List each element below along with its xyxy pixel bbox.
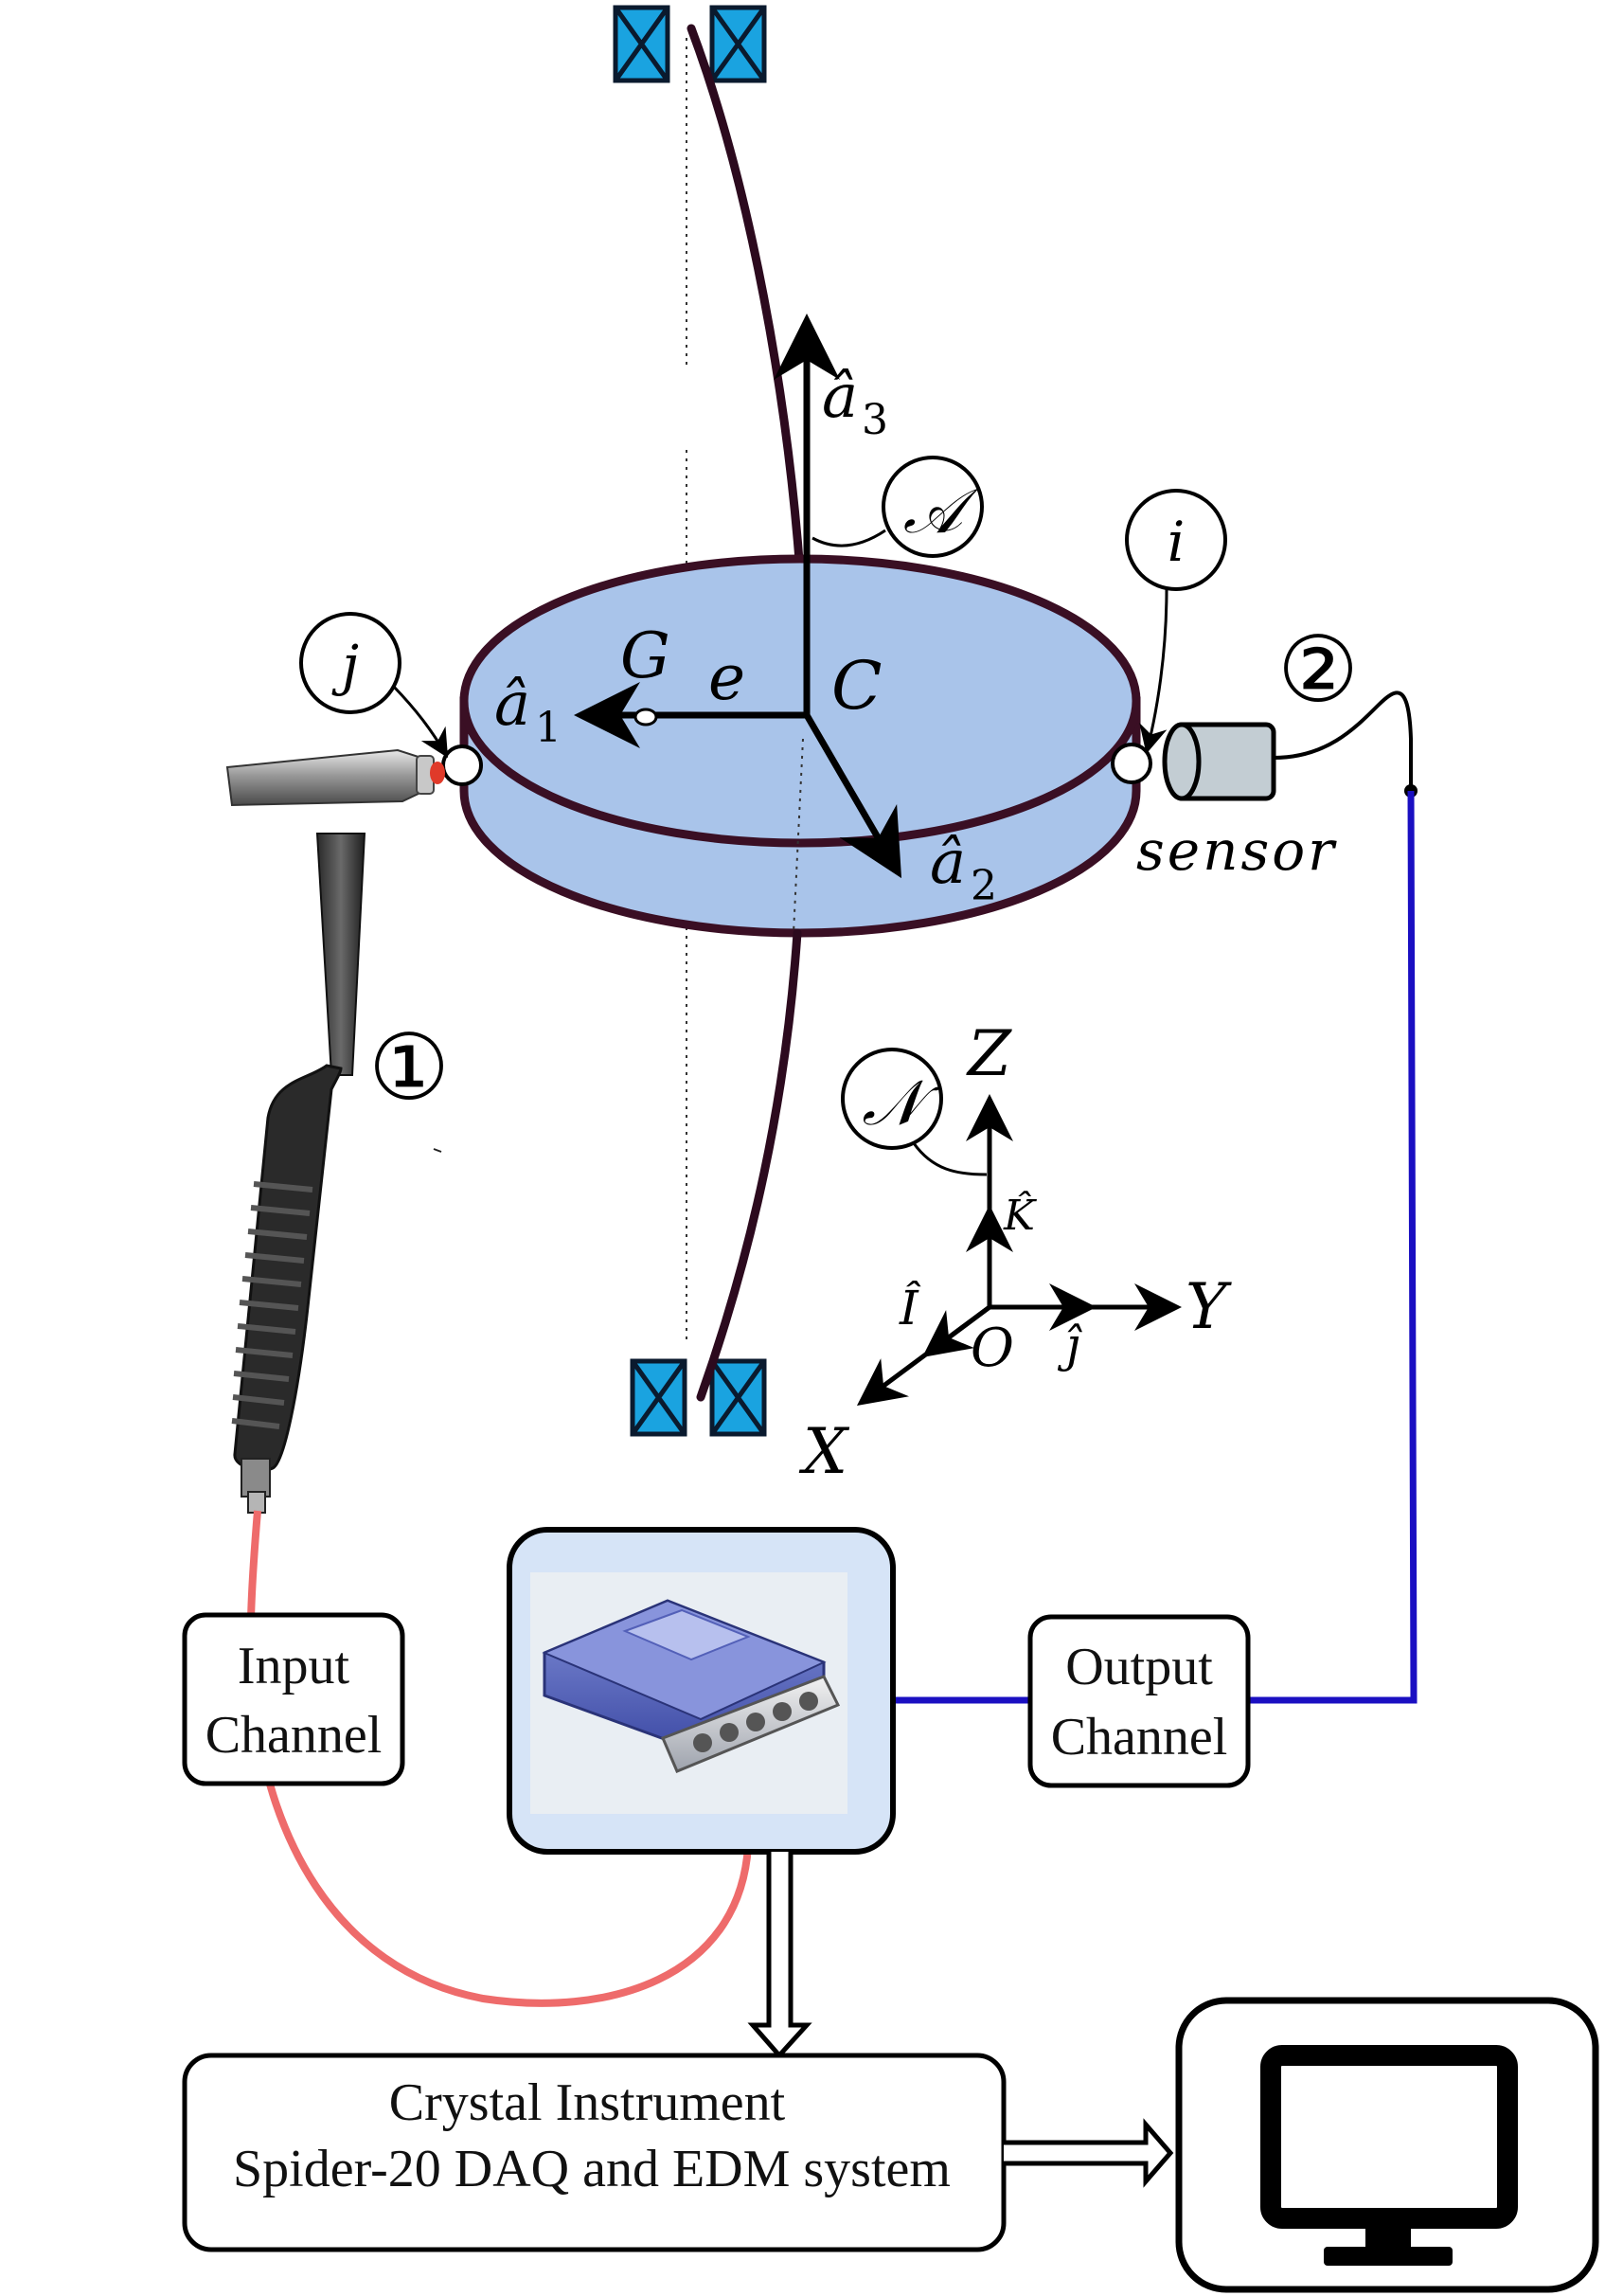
system-to-computer-arrow — [1004, 2118, 1174, 2188]
unit-vector-I-label: Î — [899, 1280, 921, 1336]
computer-box — [1175, 1997, 1599, 2293]
output-channel-box: Output Channel — [1027, 1614, 1251, 1788]
bearing-icon — [709, 1358, 767, 1437]
axis-X-label: X — [798, 1415, 850, 1488]
disk-center-dotted — [793, 738, 804, 934]
accelerometer-sensor-icon — [1162, 722, 1276, 801]
input-channel-line1: Input — [238, 1637, 350, 1695]
system-box: Crystal Instrument Spider-20 DAQ and EDM… — [182, 2053, 1007, 2252]
top-bearings — [613, 5, 767, 83]
vector-a3-label: â 3 — [822, 362, 888, 444]
measurement-point-2-marker: ② — [1277, 617, 1359, 723]
system-line1: Crystal Instrument — [389, 2073, 786, 2132]
frame-A-callout: 𝒜 — [811, 456, 984, 558]
stray-mark — [433, 1148, 442, 1153]
impact-hammer-icon — [225, 748, 445, 1514]
svg-text:3: 3 — [862, 396, 888, 444]
point-i-label: i — [1168, 510, 1186, 574]
system-line2: Spider-20 DAQ and EDM system — [233, 2140, 951, 2198]
eccentricity-e-label: e — [708, 641, 745, 714]
shaft-upper — [687, 24, 808, 620]
vector-a2 — [803, 713, 902, 879]
unit-vector-K-label: K̂ — [1003, 1190, 1037, 1240]
point-j-callout: j — [299, 612, 449, 759]
axis-Z-label: Z — [966, 1017, 1012, 1090]
vector-a2-label: â 2 — [930, 828, 997, 910]
svg-text:2: 2 — [971, 862, 997, 910]
gravity-center-point — [633, 708, 658, 726]
bottom-bearings — [630, 1358, 767, 1437]
point-j-marker — [441, 744, 483, 786]
bearing-icon — [630, 1358, 687, 1437]
sensor-label: sensor — [1136, 818, 1337, 883]
input-channel-line2: Channel — [205, 1706, 383, 1765]
daq-device-panel — [507, 1527, 896, 1855]
svg-text:â: â — [930, 828, 966, 898]
bearing-icon — [613, 5, 670, 83]
sensor-cable — [1273, 691, 1413, 791]
point-G-label: G — [620, 619, 670, 692]
unit-vector-I — [921, 1304, 991, 1357]
point-C-label: C — [831, 647, 883, 725]
output-channel-line2: Channel — [1051, 1708, 1228, 1767]
svg-text:â: â — [494, 670, 530, 740]
point-i-callout: i — [1125, 489, 1227, 754]
svg-text:1: 1 — [535, 704, 562, 752]
shaft-lower — [696, 928, 802, 1402]
vector-a1-label: â 1 — [494, 670, 562, 752]
axis-Y-label: Y — [1186, 1270, 1232, 1343]
computer-monitor-icon — [1260, 2045, 1518, 2266]
unit-vector-J-label: ĵ — [1057, 1318, 1082, 1372]
svg-text:â: â — [822, 362, 858, 432]
daq-to-system-arrow — [747, 1852, 812, 2059]
output-channel-line1: Output — [1065, 1638, 1213, 1696]
origin-O-label: O — [971, 1318, 1014, 1379]
input-channel-box: Input Channel — [182, 1612, 405, 1786]
daq-device-icon — [542, 1599, 841, 1773]
bearing-icon — [709, 5, 767, 83]
output-wire — [1248, 790, 1418, 1704]
rotor-disk — [459, 554, 1141, 938]
excitation-point-1-marker: ① — [368, 1014, 450, 1121]
inertial-frame: 𝒩 Z K̂ Y ĵ O Î X — [798, 1017, 1232, 1488]
point-i-marker — [1111, 743, 1152, 784]
